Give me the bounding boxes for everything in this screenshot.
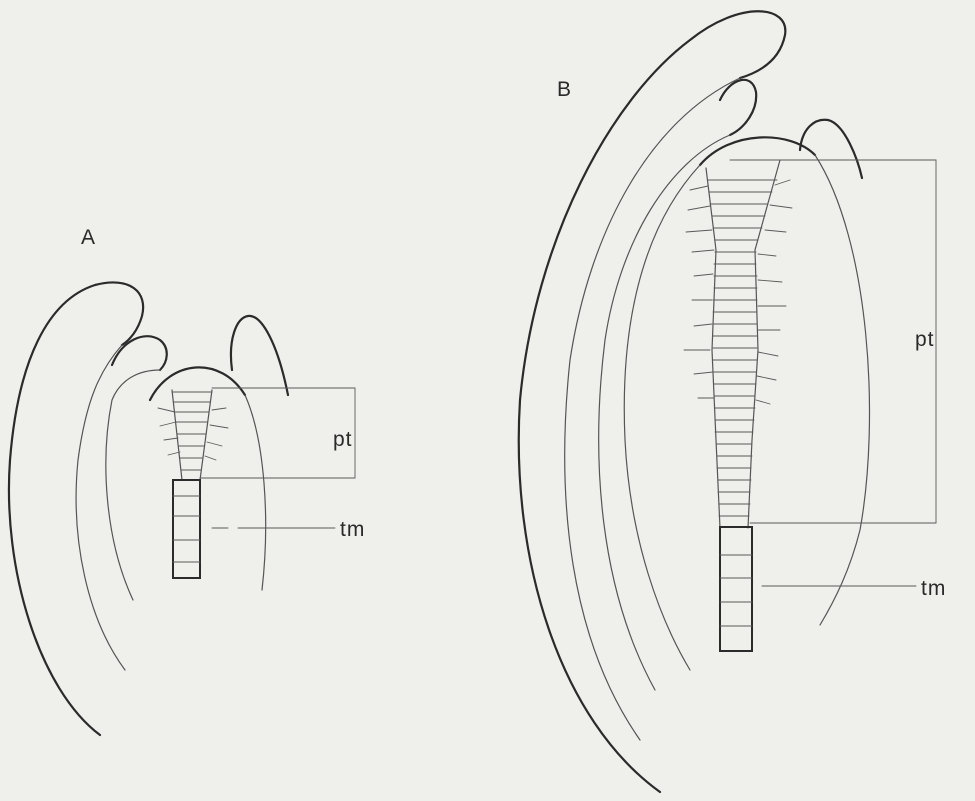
panel-b-outer-leaf bbox=[519, 11, 786, 792]
panel-b-second-leaf-inner-edge bbox=[599, 135, 730, 690]
panel-b bbox=[519, 11, 936, 792]
panel-a-label: A bbox=[81, 226, 96, 250]
panel-a bbox=[9, 282, 355, 735]
panel-b-second-leaf bbox=[720, 80, 756, 135]
panel-b-procambial-strand bbox=[684, 160, 792, 528]
panel-a-procambial-strand bbox=[158, 390, 228, 480]
panel-a-inner-dome-edge bbox=[245, 395, 266, 590]
panel-a-outer-leaf-inner-edge bbox=[76, 345, 125, 670]
panel-b-tm-label: tm bbox=[921, 577, 946, 601]
panel-b-tracheary-column bbox=[720, 527, 752, 651]
panel-b-pt-bracket bbox=[730, 160, 936, 523]
panel-a-pt-bracket bbox=[200, 388, 355, 478]
panel-b-outer-leaf-inner-edge bbox=[565, 78, 740, 740]
panel-a-right-leaf bbox=[231, 316, 288, 395]
panel-a-pt-label: pt bbox=[333, 428, 353, 452]
panel-a-second-leaf bbox=[112, 336, 167, 370]
panel-b-pt-label: pt bbox=[915, 328, 935, 352]
panel-a-second-leaf-inner-edge bbox=[106, 370, 160, 600]
panel-a-tracheary-column bbox=[173, 480, 200, 578]
panel-b-inner-dome-left-edge bbox=[624, 165, 700, 670]
panel-b-inner-dome-edge bbox=[815, 155, 870, 625]
panel-b-label: B bbox=[557, 78, 572, 102]
panel-a-inner-dome bbox=[150, 367, 245, 400]
panel-a-tm-label: tm bbox=[340, 518, 365, 542]
